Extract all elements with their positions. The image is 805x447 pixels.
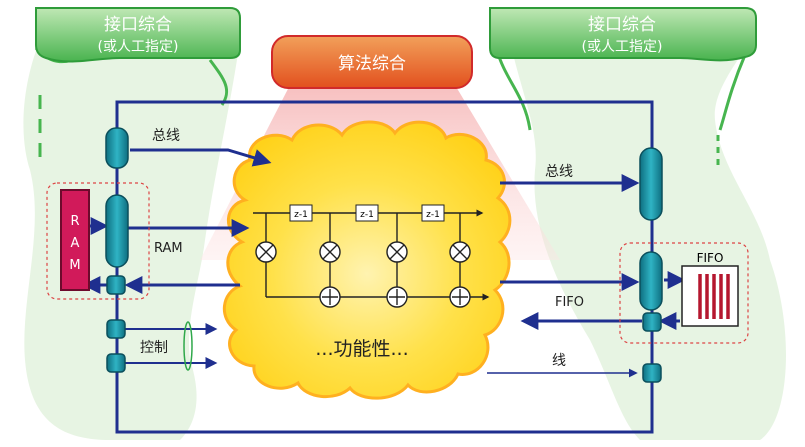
control-lines [125, 323, 218, 369]
left-interface-region [23, 40, 240, 440]
multiplier-3 [386, 241, 408, 263]
right-interface-subtitle: (或人工指定) [582, 39, 663, 55]
ram-block: R A M [60, 189, 90, 291]
right-interface-banner: 接口综合 (或人工指定) [489, 7, 757, 62]
left-control-port-2 [106, 353, 126, 373]
ram-port-label: RAM [154, 241, 183, 256]
delay-block-1 [289, 204, 313, 222]
left-ram-out-port [106, 275, 126, 295]
right-ports [639, 147, 663, 383]
fifo-block: FIFO [681, 251, 739, 327]
delay-label-1: z-1 [294, 210, 308, 220]
control-bundle-marker [183, 321, 193, 371]
functionality-cloud [222, 120, 512, 400]
left-ports [105, 127, 129, 373]
multiplier-2 [319, 241, 341, 263]
bus-label-right: 总线 [545, 164, 573, 180]
multipliers [255, 241, 471, 263]
multiplier-1 [255, 241, 277, 263]
adder-2 [386, 286, 408, 308]
right-connections [500, 174, 686, 330]
fifo-title: FIFO [697, 251, 724, 265]
adder-1 [319, 286, 341, 308]
left-interface-title: 接口综合 [104, 15, 172, 35]
left-connections [82, 148, 272, 294]
right-fifo-out-port [642, 312, 662, 332]
algorithm-box: 算法综合 [271, 35, 473, 89]
ram-letter-m: M [69, 258, 80, 273]
fifo-port-label: FIFO [555, 295, 584, 310]
ram-letter-r: R [70, 214, 79, 229]
delay-block-2 [355, 204, 379, 222]
left-bus-port [105, 127, 129, 169]
left-interface-subtitle: (或人工指定) [98, 39, 179, 55]
ram-group-outline [46, 182, 150, 300]
delay-blocks: z-1 z-1 z-1 [289, 204, 445, 222]
adders [319, 286, 471, 308]
bus-label-left: 总线 [152, 128, 180, 144]
ram-letter-a: A [71, 236, 80, 251]
right-green-curve-2 [718, 54, 747, 131]
cloud-label: ...功能性... [315, 338, 408, 360]
right-line-port [642, 363, 662, 383]
adder-3 [449, 286, 471, 308]
left-ram-port [105, 194, 129, 268]
delay-label-3: z-1 [426, 210, 440, 220]
fifo-group-outline [619, 242, 749, 344]
control-label: 控制 [140, 340, 168, 356]
right-bus-port [639, 147, 663, 221]
left-control-port-1 [106, 319, 126, 339]
multiplier-4 [449, 241, 471, 263]
delay-label-2: z-1 [360, 210, 374, 220]
delay-block-3 [421, 204, 445, 222]
right-fifo-port [639, 251, 663, 311]
left-interface-banner: 接口综合 (或人工指定) [35, 7, 241, 63]
line-label: 线 [552, 353, 566, 369]
right-interface-title: 接口综合 [588, 15, 656, 35]
algorithm-title: 算法综合 [338, 54, 406, 74]
